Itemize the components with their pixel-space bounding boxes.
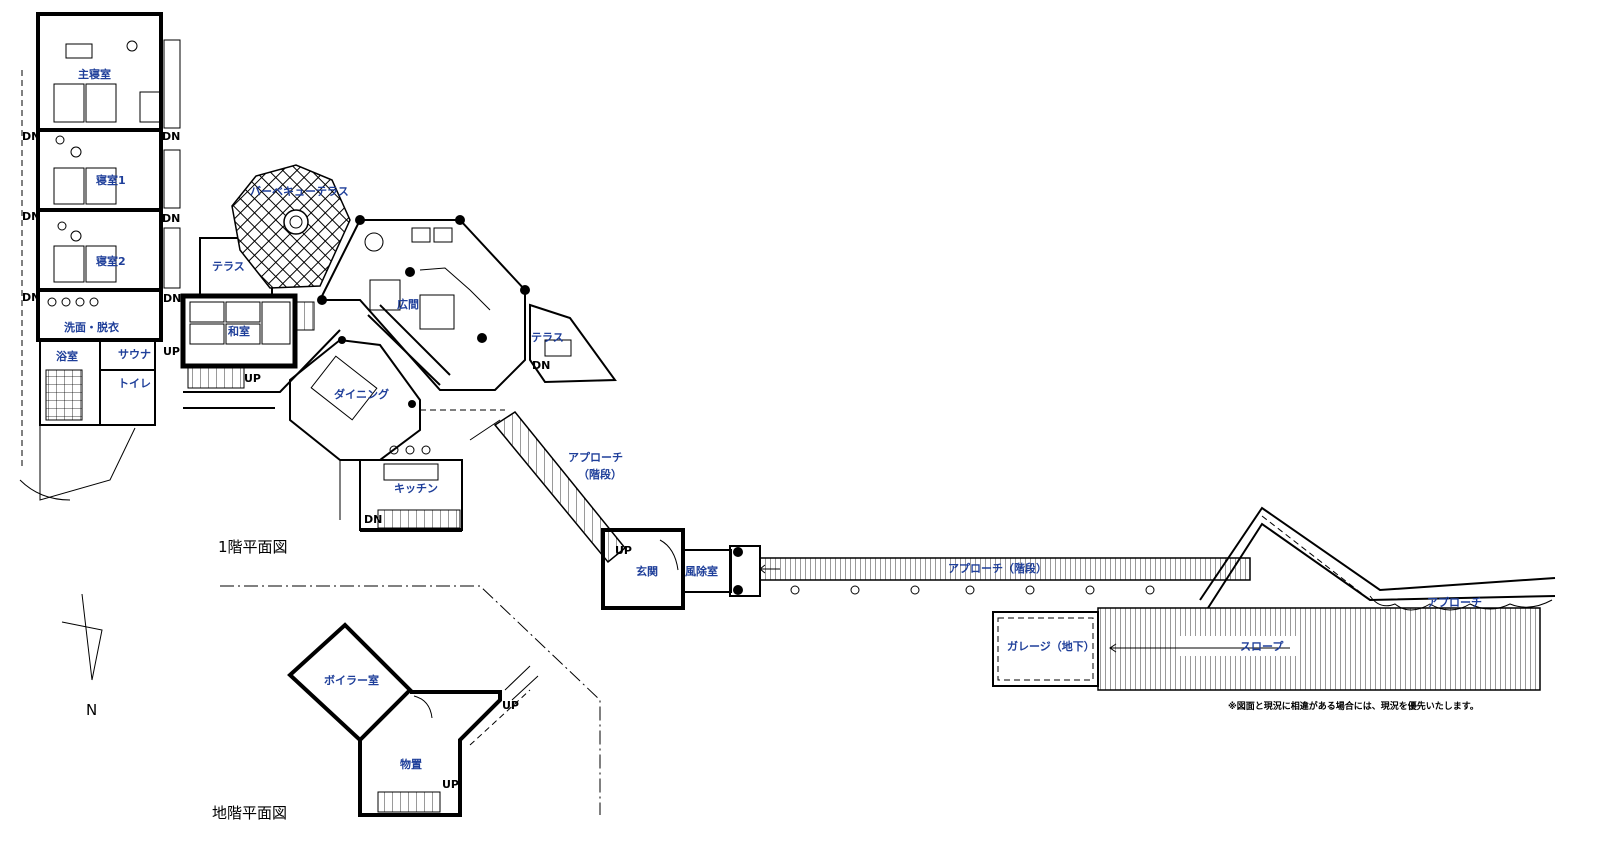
approach-stairs bbox=[493, 411, 761, 610]
north-indicator: N bbox=[86, 701, 97, 719]
mark-up-5: UP bbox=[442, 778, 459, 791]
label-boiler-room: ボイラー室 bbox=[324, 673, 379, 687]
label-dining: ダイニング bbox=[334, 387, 389, 401]
mark-up-3: UP bbox=[615, 544, 632, 557]
label-entrance: 玄関 bbox=[636, 564, 658, 578]
disclaimer-note: ※図面と現況に相違がある場合には、現況を優先いたします。 bbox=[1228, 700, 1479, 712]
mark-dn-5: DN bbox=[22, 291, 40, 304]
west-wing bbox=[19, 12, 181, 501]
basement-plan-label: 地階平面図 bbox=[212, 804, 287, 822]
basement bbox=[61, 585, 601, 817]
label-approach-stairs-a: アプローチ bbox=[568, 450, 623, 464]
label-approach-stairs-b: （階段） bbox=[578, 467, 622, 481]
room-labels: 主寝室 寝室1 寝室2 テラス バーベキューテラス 広間 テラス 洗面・脱衣 和… bbox=[56, 67, 1482, 771]
stair-marks: DN DN DN DN DN DN UP UP DN DN UP UP UP bbox=[22, 130, 632, 791]
mark-up-2: UP bbox=[244, 372, 261, 385]
label-bathroom: 浴室 bbox=[56, 349, 78, 363]
label-bedroom2: 寝室2 bbox=[96, 254, 126, 268]
first-floor-plan-label: 1階平面図 bbox=[218, 538, 288, 556]
east-approach bbox=[759, 506, 1556, 691]
mark-dn-7: DN bbox=[532, 359, 550, 372]
mark-dn-1: DN bbox=[22, 130, 40, 143]
label-terrace-west: テラス bbox=[212, 260, 245, 273]
label-living: 広間 bbox=[397, 297, 419, 311]
label-windbreak-room: 風除室 bbox=[685, 564, 718, 578]
mark-dn-3: DN bbox=[22, 210, 40, 223]
mark-dn-2: DN bbox=[162, 130, 180, 143]
label-garage: ガレージ（地下） bbox=[1007, 639, 1095, 653]
label-bbq-terrace: バーベキューテラス bbox=[250, 185, 349, 198]
label-bedroom1: 寝室1 bbox=[96, 173, 126, 187]
mark-dn-4: DN bbox=[162, 212, 180, 225]
central-wing bbox=[180, 164, 617, 532]
mark-up-1: UP bbox=[163, 345, 180, 358]
mark-dn-6: DN bbox=[163, 292, 181, 305]
label-terrace-east: テラス bbox=[531, 331, 564, 344]
label-kitchen: キッチン bbox=[394, 482, 438, 495]
mark-dn-8: DN bbox=[364, 513, 382, 526]
label-washroom: 洗面・脱衣 bbox=[64, 320, 120, 334]
label-toilet: トイレ bbox=[118, 377, 151, 390]
label-storage: 物置 bbox=[400, 757, 422, 771]
label-sauna: サウナ bbox=[118, 348, 151, 361]
label-master-bedroom: 主寝室 bbox=[78, 67, 111, 81]
label-slope: スロープ bbox=[1240, 639, 1284, 653]
label-approach-long: アプローチ（階段） bbox=[948, 561, 1047, 575]
label-japanese-room: 和室 bbox=[228, 324, 250, 338]
label-approach-east: アプローチ bbox=[1427, 595, 1482, 609]
mark-up-4: UP bbox=[502, 699, 519, 712]
